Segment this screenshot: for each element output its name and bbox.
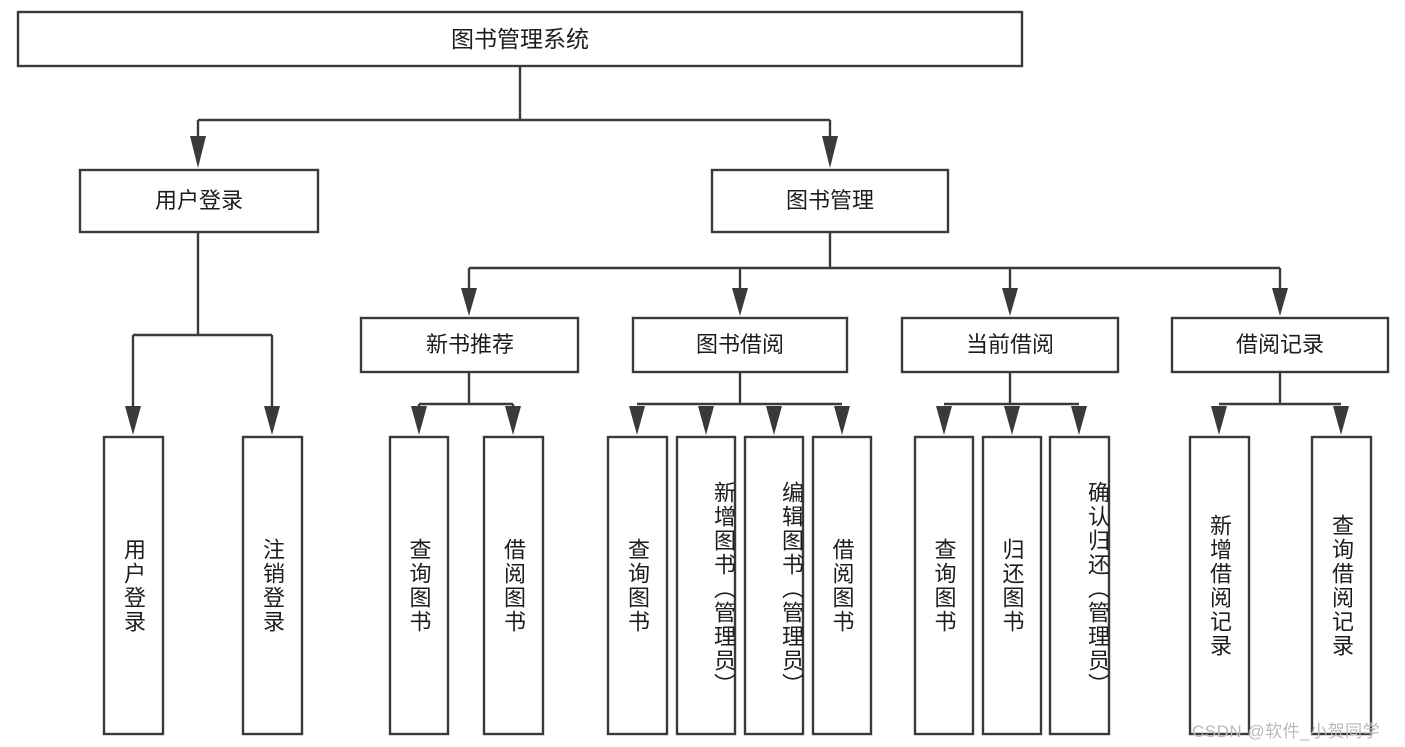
arrow-head-new-book-rec <box>461 288 477 316</box>
arrow-head-bookborrow-leaf-3 <box>766 406 782 435</box>
node-user-login[interactable]: 用户登录 <box>78 168 320 234</box>
leaf-box-query-book-rec[interactable] <box>388 435 450 736</box>
arrow-head-book-borrow <box>732 288 748 316</box>
node-user-login-box <box>78 168 320 234</box>
node-book-borrow[interactable]: 图书借阅 <box>631 316 849 374</box>
node-root-box <box>16 10 1024 68</box>
arrow-head-currentborrow-leaf-3 <box>1071 406 1087 435</box>
arrow-head-newbook-leaf-2 <box>505 406 521 435</box>
leaf-box-borrow-book-bb[interactable] <box>811 435 873 736</box>
leaf-box-query-book-bb[interactable] <box>606 435 669 736</box>
node-book-borrow-label: 图书借阅 <box>696 332 784 357</box>
node-root[interactable]: 图书管理系统 <box>16 10 1024 68</box>
node-current-borrow-label: 当前借阅 <box>966 332 1054 357</box>
arrow-head-borrowrecord-leaf-2 <box>1333 406 1349 435</box>
node-book-management-box <box>710 168 950 234</box>
leaf-box-edit-book-admin[interactable] <box>743 435 805 736</box>
arrow-head-user-login <box>190 136 206 168</box>
node-user-login-label: 用户登录 <box>155 188 243 213</box>
node-book-borrow-box <box>631 316 849 374</box>
connector-layer <box>125 66 1349 435</box>
arrow-head-currentborrow-leaf-1 <box>936 406 952 435</box>
node-borrow-record-label: 借阅记录 <box>1236 332 1324 357</box>
arrow-head-leaf-user-login <box>125 406 141 435</box>
node-current-borrow-box <box>900 316 1120 374</box>
node-new-book-recommend[interactable]: 新书推荐 <box>359 316 580 374</box>
arrow-head-borrow-record <box>1272 288 1288 316</box>
node-book-management-label: 图书管理 <box>786 188 874 213</box>
leaf-box-confirm-return[interactable] <box>1048 435 1111 736</box>
leaf-box-user-login[interactable] <box>102 435 165 736</box>
node-current-borrow[interactable]: 当前借阅 <box>900 316 1120 374</box>
csdn-watermark: CSDN @软件_小贺同学 <box>1192 722 1381 741</box>
arrow-head-leaf-logout <box>264 406 280 435</box>
arrow-head-newbook-leaf-1 <box>411 406 427 435</box>
node-root-label: 图书管理系统 <box>451 26 589 52</box>
leaf-box-add-record[interactable] <box>1188 435 1251 736</box>
node-new-book-recommend-label: 新书推荐 <box>426 332 514 357</box>
leaf-box-query-record[interactable] <box>1310 435 1373 736</box>
arrow-head-book-manage <box>822 136 838 168</box>
arrow-head-current-borrow <box>1002 288 1018 316</box>
arrow-head-bookborrow-leaf-4 <box>834 406 850 435</box>
leaf-box-logout[interactable] <box>241 435 304 736</box>
leaf-box-return-book[interactable] <box>981 435 1043 736</box>
arrow-head-bookborrow-leaf-2 <box>698 406 714 435</box>
arrow-head-borrowrecord-leaf-1 <box>1211 406 1227 435</box>
arrow-head-currentborrow-leaf-2 <box>1004 406 1020 435</box>
node-new-book-recommend-box <box>359 316 580 374</box>
node-book-management[interactable]: 图书管理 <box>710 168 950 234</box>
leaf-box-query-book-cb[interactable] <box>913 435 975 736</box>
node-borrow-record-box <box>1170 316 1390 374</box>
arrow-head-bookborrow-leaf-1 <box>629 406 645 435</box>
leaf-box-layer <box>102 435 1373 736</box>
leaf-box-borrow-book-rec[interactable] <box>482 435 545 736</box>
node-borrow-record[interactable]: 借阅记录 <box>1170 316 1390 374</box>
leaf-box-add-book-admin[interactable] <box>675 435 737 736</box>
